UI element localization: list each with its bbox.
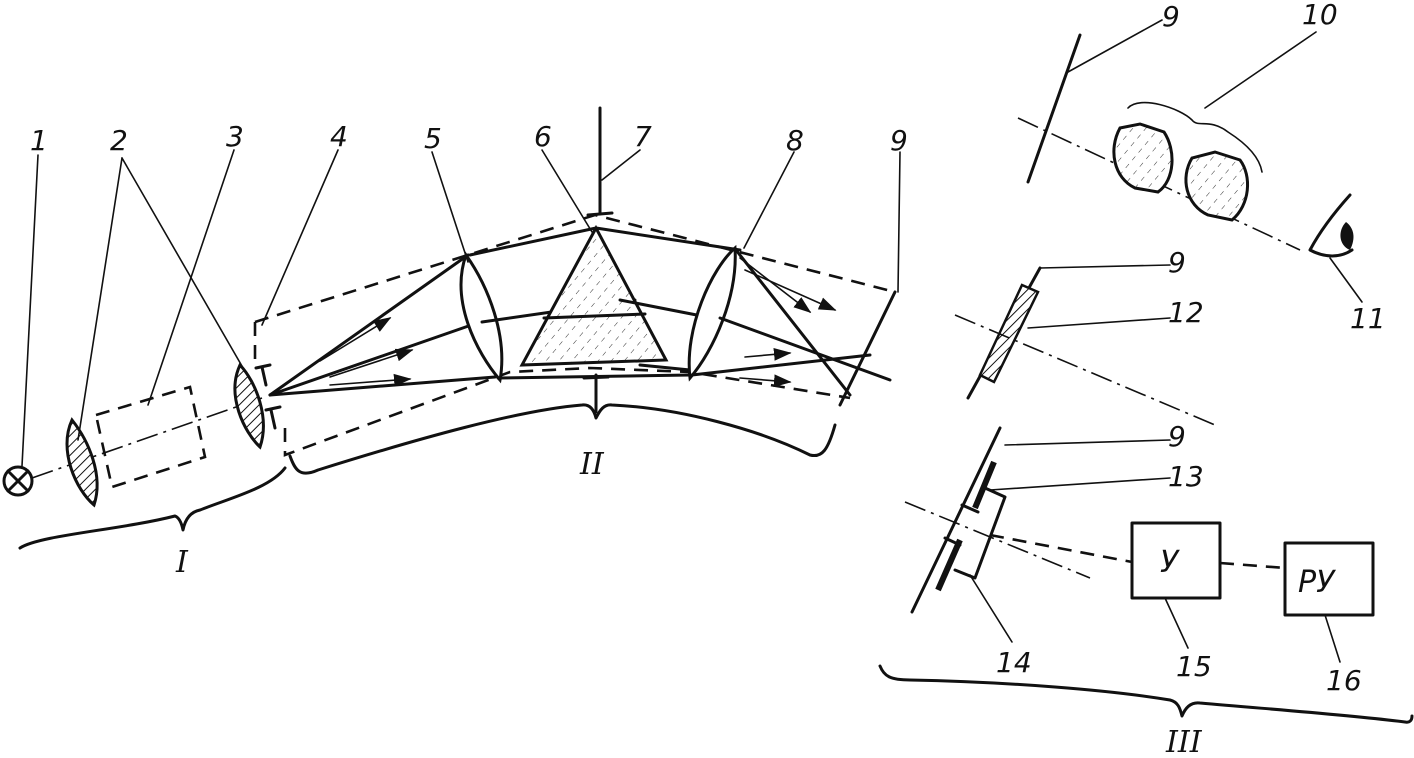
- ray-upper: [268, 253, 470, 397]
- label-11: 11: [1350, 302, 1386, 335]
- ray-arrow-6: [739, 374, 792, 388]
- condenser-lens-2b: [233, 362, 265, 450]
- label-14: 14: [996, 646, 1032, 679]
- exit-slit-13: [935, 460, 997, 592]
- focal-surface-9: [838, 290, 897, 407]
- housing-bottom: [283, 366, 851, 457]
- label-10: 10: [1302, 0, 1338, 31]
- filter-3: [94, 385, 207, 489]
- amplifier-block-15: [1130, 521, 1222, 600]
- ray-arrow-3: [329, 373, 412, 387]
- leader-lines: [21, 19, 1363, 663]
- ray-middle: [268, 320, 482, 397]
- label-2: 2: [110, 124, 128, 157]
- label-6: 6: [534, 120, 552, 153]
- ray-arrow-5: [744, 348, 792, 361]
- section-label-III: III: [1165, 725, 1203, 758]
- label-7: 7: [634, 120, 652, 153]
- photo-plate-12: [978, 283, 1040, 384]
- signal-line-1: [989, 533, 1133, 564]
- label-16: 16: [1326, 664, 1362, 697]
- signal-line-2: [1219, 561, 1286, 570]
- label-4: 4: [330, 120, 348, 153]
- recorder-block-16: [1283, 541, 1375, 617]
- recorder-label: РУ: [1298, 565, 1336, 600]
- label-1: 1: [30, 124, 48, 157]
- condenser-lens-2a: [65, 417, 99, 508]
- photoelectric-axis: [904, 501, 1091, 579]
- label-5: 5: [424, 122, 442, 155]
- eye-icon: [1308, 193, 1354, 258]
- brace-section-I: [18, 466, 287, 550]
- photo-axis: [954, 314, 1216, 426]
- brace-section-II: [288, 403, 837, 475]
- focal-plane-9-photoelectric: [910, 426, 1002, 614]
- prism-6: [519, 224, 669, 367]
- ray-focus-1: [734, 248, 852, 397]
- prism-table-bottom: [582, 375, 610, 380]
- ray-prism-out-3: [638, 363, 692, 372]
- label-9-visual: 9: [1162, 0, 1180, 33]
- label-9-photoelectric: 9: [1168, 420, 1186, 453]
- focal-plane-9-visual: [1026, 33, 1082, 184]
- label-9-focal: 9: [890, 124, 908, 157]
- ray-lower: [268, 375, 497, 397]
- lamp-source-icon: [2, 465, 34, 497]
- entrance-slit-4: [254, 363, 282, 430]
- label-3: 3: [226, 120, 244, 153]
- eyepiece-10: [1112, 101, 1263, 222]
- brace-section-III: [878, 664, 1414, 724]
- collimator-lens-5: [459, 251, 504, 384]
- label-12: 12: [1168, 296, 1204, 329]
- section-label-I: I: [175, 545, 189, 580]
- ray-arrow-1: [319, 317, 392, 362]
- ray-arrow-2: [329, 348, 414, 378]
- label-15: 15: [1176, 650, 1212, 683]
- ray-prism-out-1: [594, 226, 742, 252]
- ray-focus-3: [690, 353, 872, 377]
- ray-to-prism-top: [468, 226, 598, 257]
- label-13: 13: [1168, 460, 1204, 493]
- label-9-photo: 9: [1168, 246, 1186, 279]
- ray-arrow-7: [744, 269, 837, 311]
- label-8: 8: [786, 124, 804, 157]
- ray-arrow-4: [739, 257, 812, 313]
- ray-focus-2: [718, 316, 892, 382]
- prism-table-top: [586, 211, 614, 217]
- camera-lens-8: [687, 244, 737, 382]
- amplifier-label: У: [1160, 545, 1180, 580]
- section-label-II: II: [579, 447, 605, 482]
